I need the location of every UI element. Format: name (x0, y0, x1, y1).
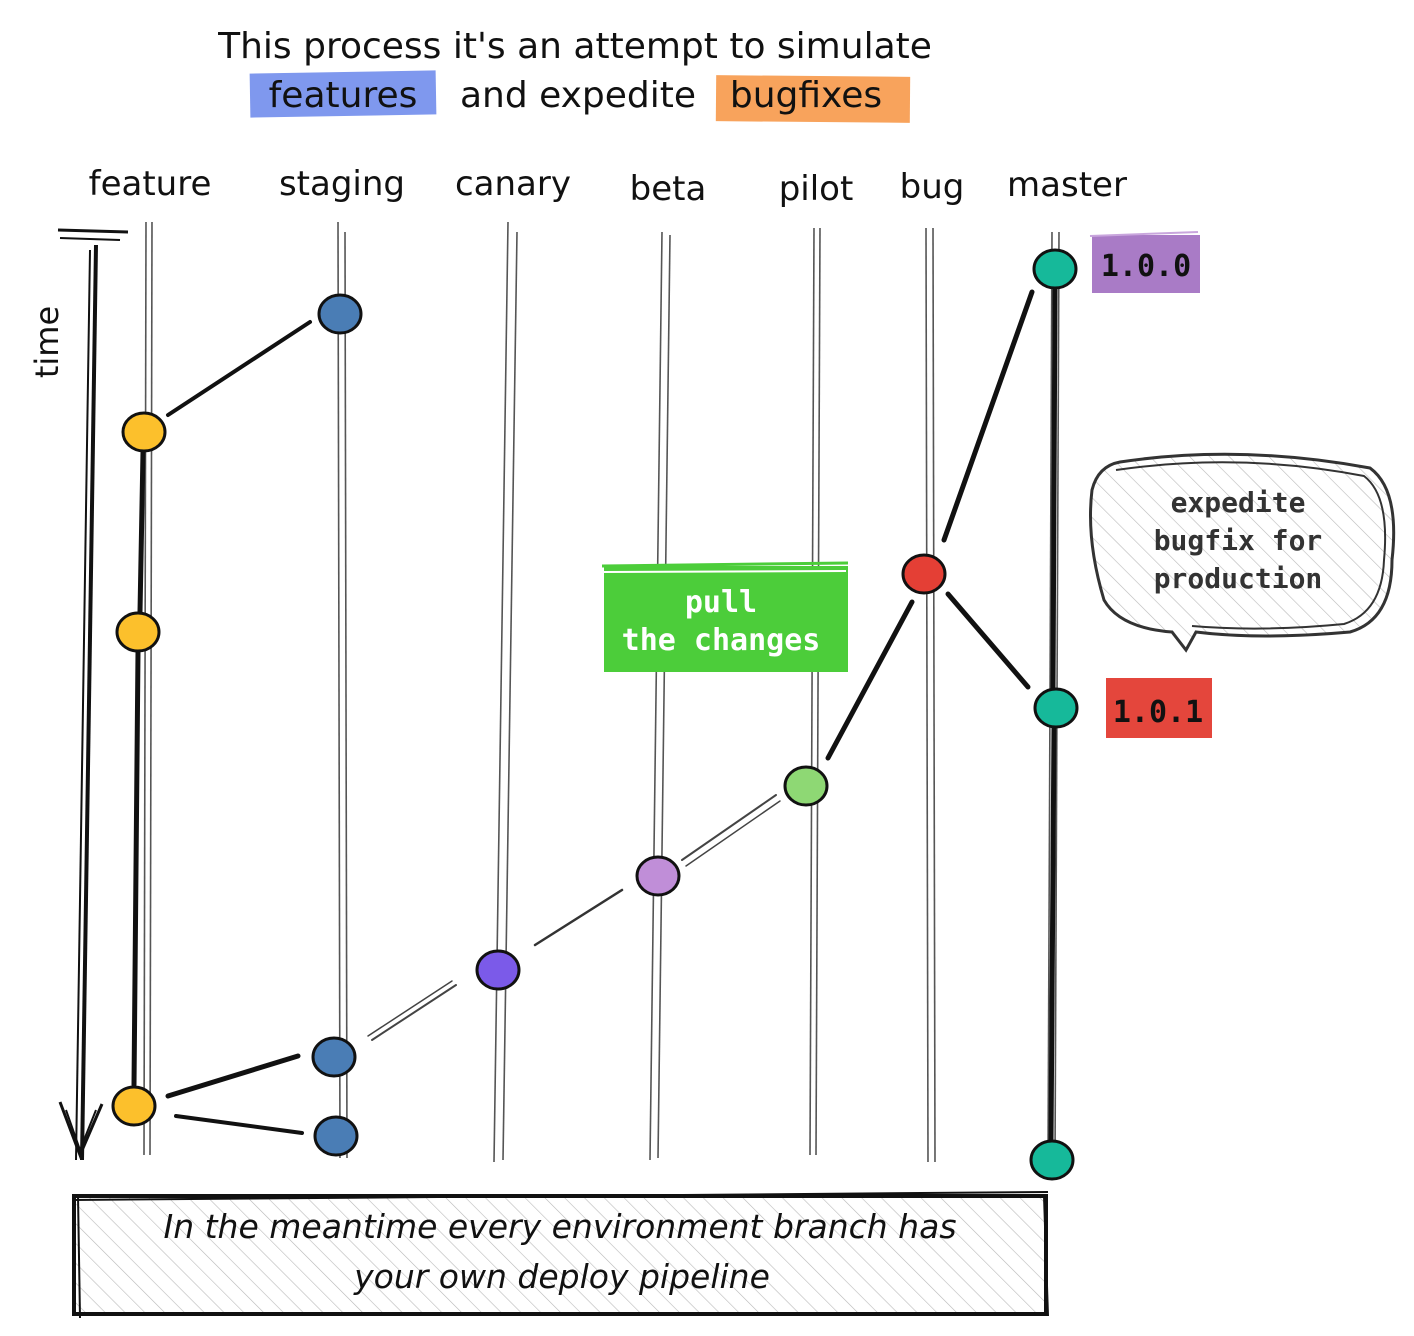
bug-to-master-release (941, 289, 1035, 543)
feature-to-staging-1 (166, 320, 312, 417)
lane-canary (493, 221, 509, 1163)
expedite-bubble (1089, 452, 1396, 653)
footer-line1: In the meantime every environment branch… (163, 1207, 956, 1246)
lane-beta (649, 231, 663, 1161)
footer-box (71, 1191, 1049, 1319)
staging-to-canary (371, 984, 457, 1041)
title-line1: This process it's an attempt to simulate (217, 26, 932, 67)
lane-feature (143, 221, 147, 1156)
commit-nodes (111, 248, 1079, 1181)
tag-1-0-1 (1106, 678, 1212, 738)
canary-to-beta (533, 888, 624, 947)
feature-commit-1 (121, 411, 167, 453)
branch-label-master: master (1007, 165, 1127, 205)
staging-commit-2 (311, 1036, 357, 1078)
master-commit-3 (1029, 1139, 1075, 1181)
features-highlight (249, 70, 437, 118)
branch-label-canary: canary (455, 164, 571, 204)
title-bugfixes-word: bugfixes (730, 75, 882, 116)
pull-note-line1: pull (685, 585, 757, 620)
beta-commit (635, 855, 681, 897)
bubble-line2: bugfix for (1154, 524, 1323, 557)
branch-lanes (143, 221, 1060, 1166)
bug-to-master-fix (945, 591, 1031, 690)
pilot-to-bug (825, 599, 915, 761)
branch-label-staging: staging (279, 164, 405, 204)
master-commit-2 (1033, 687, 1079, 729)
branch-label-bug: bug (900, 167, 965, 207)
feature-to-staging-2 (165, 1053, 301, 1099)
bug-commit (901, 553, 947, 595)
title-features-word: features (269, 75, 418, 116)
pull-changes-note (604, 566, 848, 672)
lane-staging (337, 221, 341, 1159)
master-commit-1 (1032, 248, 1078, 290)
pilot-commit (783, 765, 829, 807)
staging-commit-1 (317, 293, 363, 335)
bubble-line3: production (1154, 562, 1323, 595)
bugfixes-highlight (715, 75, 911, 123)
feature-commit-3 (111, 1085, 157, 1127)
lane-pilot (809, 227, 815, 1156)
time-axis (57, 228, 129, 1161)
thick-branch-segments (131, 287, 1058, 1143)
feature-to-staging-3 (174, 1114, 304, 1135)
branch-label-pilot: pilot (779, 169, 854, 209)
time-axis-label: time (28, 306, 66, 378)
connections (165, 289, 1035, 1135)
tag-1-0-0-label: 1.0.0 (1101, 249, 1191, 284)
feature-commit-2 (115, 611, 161, 653)
tag-1-0-0 (1092, 235, 1200, 293)
tag-1-0-1-label: 1.0.1 (1113, 695, 1203, 730)
staging-commit-3 (313, 1115, 359, 1157)
footer-line2: your own deploy pipeline (353, 1257, 770, 1296)
bubble-line1: expedite (1171, 486, 1306, 519)
branch-label-beta: beta (630, 169, 707, 209)
pull-note-line2: the changes (622, 623, 821, 658)
canary-commit (475, 949, 521, 991)
beta-to-pilot (681, 794, 777, 861)
branch-label-feature: feature (89, 164, 212, 204)
lane-bug (925, 227, 929, 1163)
title-middle-words: and expedite (460, 75, 696, 116)
